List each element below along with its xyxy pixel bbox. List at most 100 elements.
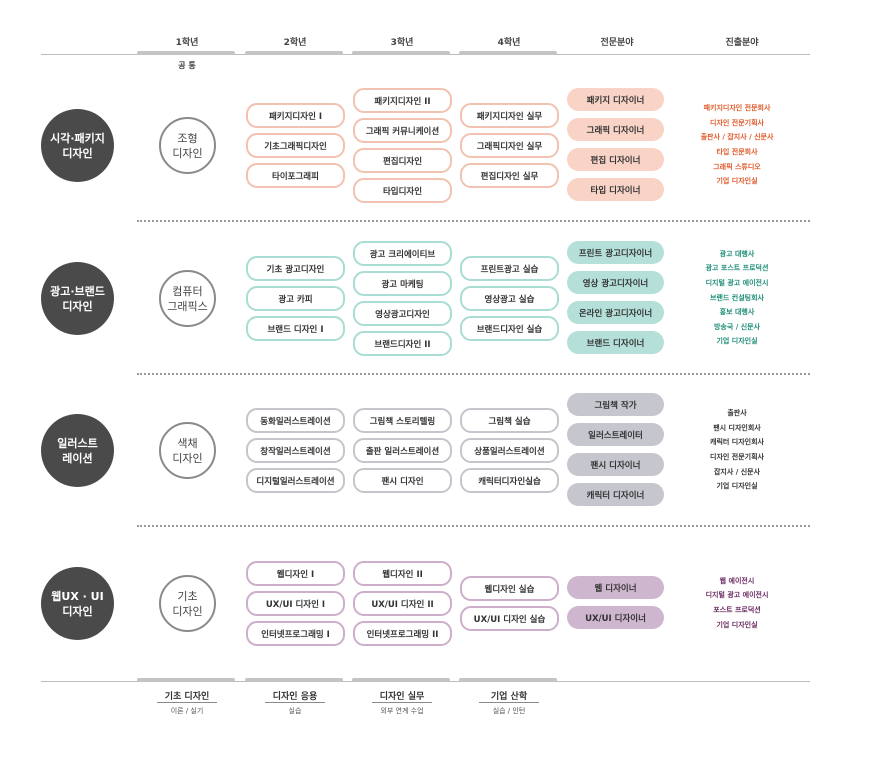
course-pill: 영상광고 실습	[460, 286, 559, 311]
course-pill: 출판 일러스트레이션	[353, 438, 452, 463]
course-pill: 광고 카피	[246, 286, 345, 311]
course-pill: 패키지디자인 실무	[460, 103, 559, 128]
footer-bar-2	[245, 678, 343, 682]
career-item: 출판사 / 잡지사 / 신문사	[700, 133, 774, 142]
footer-stage-sub: 이론 / 실기	[170, 707, 204, 715]
course-pill: 상품일러스트레이션	[460, 438, 559, 463]
header-year2: 2학년	[283, 38, 307, 48]
specialty-pill: 일러스트레이터	[567, 423, 664, 446]
course-pill: 캐릭터디자인실습	[460, 468, 559, 493]
career-item: 포스트 프로덕션	[713, 605, 761, 614]
career-item: 광고 대행사	[719, 249, 755, 258]
course-pill: 그림책 스토리텔링	[353, 408, 452, 433]
track-circle: 웹UX · UI 디자인	[41, 567, 114, 640]
footer-stage-sub: 외부 연계 수업	[380, 707, 424, 715]
footer-bar-3	[352, 678, 450, 682]
course-pill: 디지털일러스트레이션	[246, 468, 345, 493]
career-item: 타입 전문회사	[716, 147, 758, 156]
header-specialty: 전문분야	[600, 38, 634, 48]
career-item: 광고 포스트 프로덕션	[705, 264, 769, 273]
footer-divider	[265, 702, 325, 703]
header-year1: 1학년	[175, 38, 199, 48]
year3-bar	[352, 51, 450, 55]
career-item: 디자인 전문기획사	[710, 452, 764, 461]
course-pill: 팬시 디자인	[353, 468, 452, 493]
footer-stage-title: 기업 산학	[490, 692, 528, 702]
career-item: 기업 디자인실	[716, 482, 758, 491]
course-pill: UX/UI 디자인 실습	[460, 606, 559, 631]
career-item: 기업 디자인실	[716, 337, 758, 346]
course-pill: 프린트광고 실습	[460, 256, 559, 281]
career-item: 팬시 디자인회사	[713, 423, 761, 432]
course-pill: 그래픽디자인 실무	[460, 133, 559, 158]
footer-stage-title: 기초 디자인	[164, 692, 210, 702]
course-pill: 창작일러스트레이션	[246, 438, 345, 463]
footer-bar-4	[459, 678, 557, 682]
course-pill: 웹디자인 II	[353, 561, 452, 586]
career-item: 잡지사 / 신문사	[713, 467, 761, 476]
course-pill: 동화일러스트레이션	[246, 408, 345, 433]
base-course-circle: 색채 디자인	[159, 422, 216, 479]
footer-stage-sub: 실습 / 인턴	[492, 707, 526, 715]
footer-divider	[479, 702, 539, 703]
course-pill: 브랜드디자인 II	[353, 331, 452, 356]
base-course-circle: 조형 디자인	[159, 117, 216, 174]
course-pill: 타이포그래피	[246, 163, 345, 188]
specialty-pill: 타입 디자이너	[567, 178, 664, 201]
row-divider	[137, 220, 810, 222]
course-pill: 그림책 실습	[460, 408, 559, 433]
specialty-pill: UX/UI 디자이너	[567, 606, 664, 629]
course-pill: 브랜드 디자인 I	[246, 316, 345, 341]
course-pill: UX/UI 디자인 II	[353, 591, 452, 616]
track-circle: 광고·브랜드 디자인	[41, 262, 114, 335]
course-pill: 기초그래픽디자인	[246, 133, 345, 158]
footer-bar-1	[137, 678, 235, 682]
career-item: 웹 에이전시	[719, 576, 755, 585]
course-pill: 웹디자인 I	[246, 561, 345, 586]
career-item: 방송국 / 신문사	[713, 322, 761, 331]
footer-divider	[372, 702, 432, 703]
specialty-pill: 패키지 디자이너	[567, 88, 664, 111]
track-circle: 시각·패키지 디자인	[41, 109, 114, 182]
career-item: 그래픽 스튜디오	[713, 162, 761, 171]
footer-divider	[157, 702, 217, 703]
career-item: 디지털 광고 에이전시	[705, 279, 769, 288]
specialty-pill: 웹 디자이너	[567, 576, 664, 599]
specialty-pill: 캐릭터 디자이너	[567, 483, 664, 506]
header-year3: 3학년	[390, 38, 414, 48]
common-label: 공 통	[178, 61, 196, 70]
base-course-circle: 컴퓨터 그래픽스	[159, 270, 216, 327]
course-pill: 편집디자인	[353, 148, 452, 173]
course-pill: 기초 광고디자인	[246, 256, 345, 281]
career-item: 브랜드 컨설팅회사	[710, 293, 764, 302]
career-item: 디자인 전문기획사	[710, 118, 764, 127]
footer-stage-title: 디자인 실무	[379, 692, 425, 702]
career-item: 기업 디자인실	[716, 177, 758, 186]
footer-stage-sub: 실습	[288, 707, 302, 715]
course-pill: 브랜드디자인 실습	[460, 316, 559, 341]
career-item: 기업 디자인실	[716, 620, 758, 629]
year1-bar	[137, 51, 235, 55]
course-pill: 인터넷프로그래밍 I	[246, 621, 345, 646]
specialty-pill: 브랜드 디자이너	[567, 331, 664, 354]
specialty-pill: 팬시 디자이너	[567, 453, 664, 476]
course-pill: 타입디자인	[353, 178, 452, 203]
course-pill: 웹디자인 실습	[460, 576, 559, 601]
year2-bar	[245, 51, 343, 55]
course-pill: 영상광고디자인	[353, 301, 452, 326]
course-pill: 패키지디자인 I	[246, 103, 345, 128]
specialty-pill: 프린트 광고디자이너	[567, 241, 664, 264]
base-course-circle: 기초 디자인	[159, 575, 216, 632]
specialty-pill: 영상 광고디자이너	[567, 271, 664, 294]
track-circle: 일러스트 레이션	[41, 414, 114, 487]
course-pill: 편집디자인 실무	[460, 163, 559, 188]
year4-bar	[459, 51, 557, 55]
specialty-pill: 온라인 광고디자이너	[567, 301, 664, 324]
course-pill: UX/UI 디자인 I	[246, 591, 345, 616]
course-pill: 그래픽 커뮤니케이션	[353, 118, 452, 143]
footer-stage-title: 디자인 응용	[272, 692, 318, 702]
career-item: 홍보 대행사	[719, 308, 755, 317]
